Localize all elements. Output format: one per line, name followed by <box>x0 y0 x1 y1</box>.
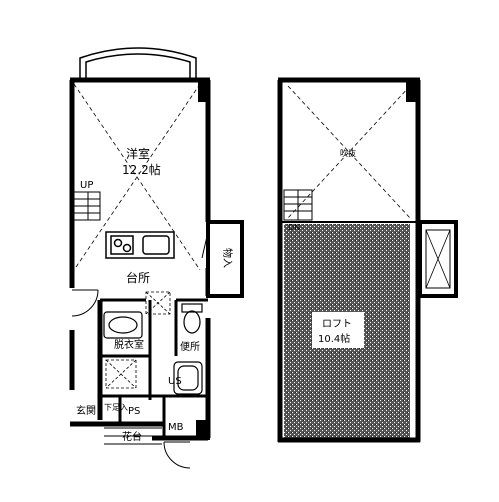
loft-pillar <box>406 80 420 102</box>
storage-label: 物入 <box>221 248 234 268</box>
kitchen-label: 台所 <box>126 270 150 285</box>
room-diagonals <box>73 83 201 271</box>
western-room-label: 洋室 <box>126 146 150 161</box>
storage-closet <box>201 220 244 298</box>
stairs-down-label: DN <box>288 223 300 232</box>
entrance-floor <box>104 427 162 445</box>
toilet-fixture <box>181 303 203 334</box>
wash-basin <box>103 311 143 339</box>
balcony <box>79 47 197 78</box>
porch-label: 花台 <box>122 430 142 443</box>
loft-size: 10.4帖 <box>318 332 350 345</box>
loft-window <box>418 220 458 298</box>
stairs-down <box>283 189 313 221</box>
entrance-label: 玄関 <box>76 404 96 417</box>
exterior-walls <box>69 77 211 441</box>
western-room-size: 12.2帖 <box>122 162 161 177</box>
loft-label-bg <box>312 312 364 348</box>
ps-label: PS <box>128 406 140 417</box>
bath-label: US <box>168 376 182 387</box>
main-floor-plan <box>69 47 244 469</box>
washing-machine-space <box>105 359 137 389</box>
atrium-diagonals <box>287 85 411 219</box>
meter-box-label: MB <box>168 422 184 433</box>
stairs-up <box>73 191 101 221</box>
interior-walls <box>100 298 208 438</box>
window-pillar <box>198 80 210 102</box>
loft-label: ロフト <box>322 319 352 330</box>
front-door-swing <box>163 441 191 469</box>
door-swing <box>71 289 99 317</box>
loft-floor-plan <box>277 77 458 443</box>
dressing-room-label: 脱衣室 <box>114 338 144 351</box>
atrium-label: 吹抜 <box>340 148 356 158</box>
unit-bath <box>173 361 203 395</box>
laundry-label: 下足入 <box>104 403 128 412</box>
stairs-up-label: UP <box>80 180 93 191</box>
column <box>196 420 210 440</box>
toilet-label: 便所 <box>180 340 200 353</box>
kitchen-counter <box>105 231 175 259</box>
